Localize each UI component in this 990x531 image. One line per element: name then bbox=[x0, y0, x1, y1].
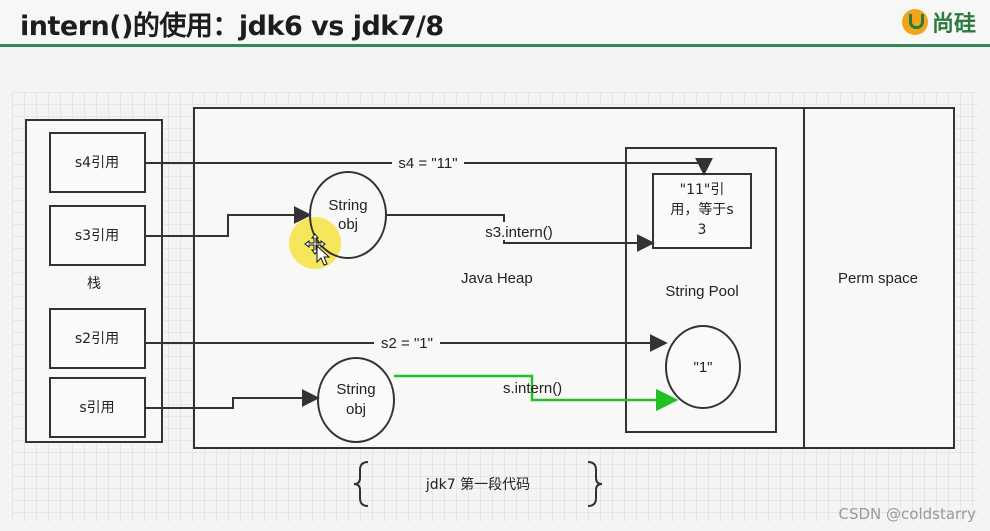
title-bar: intern()的使用：jdk6 vs jdk7/8 尚硅 bbox=[0, 0, 990, 44]
arrow-s4-label: s4 = "11" bbox=[398, 155, 457, 172]
perm-space-label: Perm space bbox=[838, 270, 918, 287]
string-pool-label: String Pool bbox=[665, 283, 738, 300]
title-divider bbox=[0, 44, 990, 47]
left-brace-icon bbox=[353, 461, 369, 507]
logo-text: 尚硅 bbox=[931, 12, 976, 37]
pool-entry-1: "1" bbox=[665, 325, 741, 409]
string-obj-s3-line1: String bbox=[328, 197, 367, 214]
diagram-canvas: s4引用 s3引用 栈 s2引用 s引用 Java Heap Perm spac… bbox=[12, 92, 978, 522]
arrow-s3-intern: s3.intern() bbox=[386, 214, 655, 252]
watermark: CSDN @coldstarry bbox=[838, 505, 976, 523]
stack-ref-s4-label: s4引用 bbox=[75, 155, 119, 171]
pool-entry-11-line1: "11"引 bbox=[680, 182, 725, 198]
stack-ref-s-label: s引用 bbox=[79, 400, 114, 416]
stack-ref-s: s引用 bbox=[49, 377, 146, 438]
pool-entry-11: "11"引 用，等于s 3 bbox=[652, 173, 752, 249]
string-obj-s3-line2: obj bbox=[338, 216, 358, 233]
java-heap-label: Java Heap bbox=[461, 270, 533, 287]
stack-ref-s3-label: s3引用 bbox=[75, 228, 119, 244]
arrow-s-intern-label: s.intern() bbox=[503, 380, 562, 397]
stack-ref-s4: s4引用 bbox=[49, 132, 146, 193]
string-obj-s-line1: String bbox=[336, 381, 375, 398]
string-obj-s-line2: obj bbox=[346, 401, 366, 418]
memory-diagram: s4引用 s3引用 栈 s2引用 s引用 Java Heap Perm spac… bbox=[25, 107, 955, 507]
arrow-s3-intern-label: s3.intern() bbox=[485, 224, 553, 241]
stack-ref-s2-label: s2引用 bbox=[75, 331, 119, 347]
arrow-s2-label: s2 = "1" bbox=[381, 335, 433, 352]
pool-entry-11-line2: 用，等于s bbox=[670, 201, 733, 218]
caption-group: jdk7 第一段代码 bbox=[353, 461, 603, 507]
page-title: intern()的使用：jdk6 vs jdk7/8 bbox=[20, 11, 444, 42]
arrow-s bbox=[145, 389, 320, 409]
stack-ref-s2: s2引用 bbox=[49, 308, 146, 369]
logo-mark-icon bbox=[901, 9, 928, 35]
arrow-s-intern: s.intern() bbox=[394, 374, 679, 412]
pool-entry-1-label: "1" bbox=[694, 359, 713, 376]
brand-logo: 尚硅 bbox=[901, 6, 976, 38]
stack-label: 栈 bbox=[87, 276, 101, 292]
arrow-s2: s2 = "1" bbox=[145, 334, 668, 352]
string-obj-s: String obj bbox=[317, 357, 395, 443]
arrow-s4: s4 = "11" bbox=[145, 154, 713, 176]
perm-space-region bbox=[803, 107, 955, 449]
stack-ref-s3: s3引用 bbox=[49, 205, 146, 266]
arrow-s3 bbox=[145, 206, 312, 237]
right-brace-icon bbox=[587, 461, 603, 507]
caption-text: jdk7 第一段代码 bbox=[425, 476, 530, 493]
pool-entry-11-line3: 3 bbox=[698, 222, 707, 238]
move-cursor-icon bbox=[304, 233, 331, 266]
string-obj-s3: String obj bbox=[309, 171, 387, 259]
